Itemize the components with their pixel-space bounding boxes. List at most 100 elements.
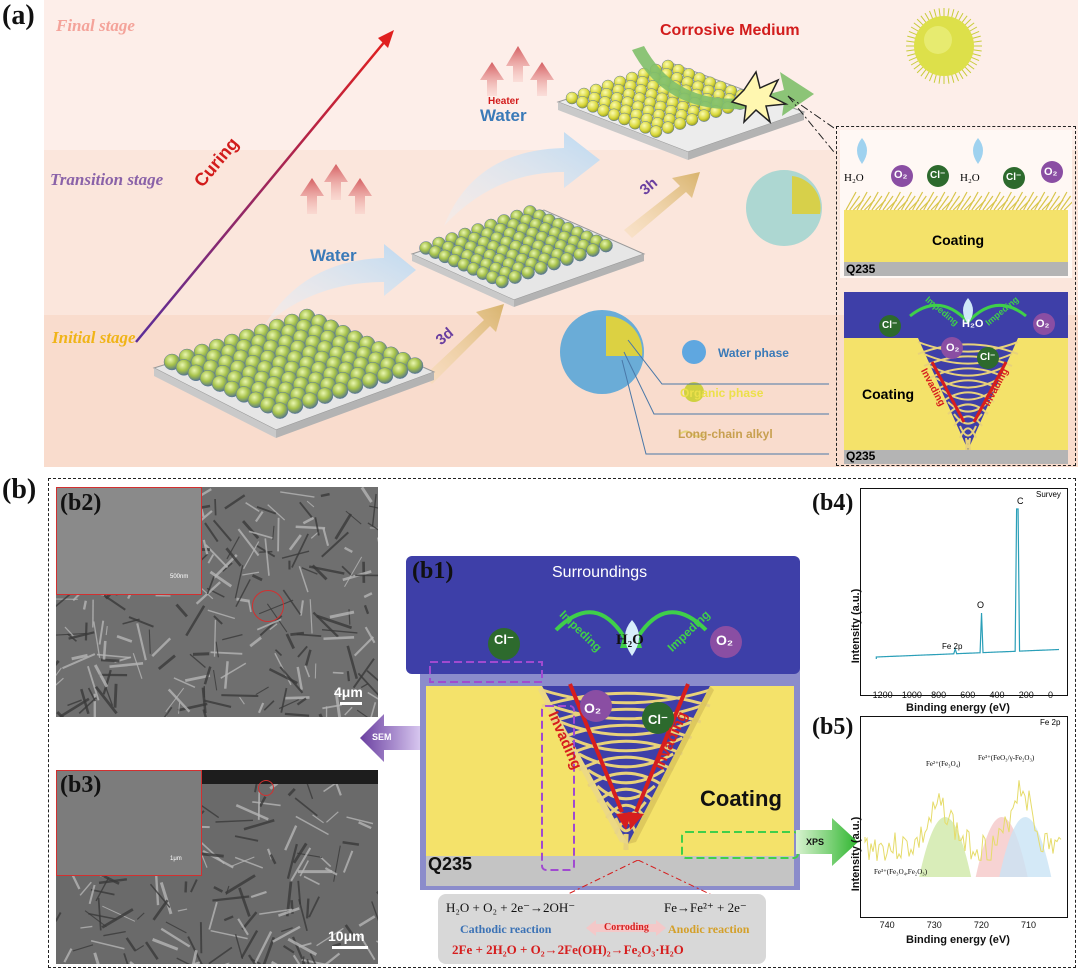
- water-label-top: Water: [480, 106, 527, 125]
- xps-arrow: [796, 818, 858, 866]
- inset-top-species-4: H₂O: [960, 172, 980, 184]
- b3-highlight-circle: [258, 780, 274, 796]
- b1-h2o: H₂O: [616, 632, 644, 648]
- transition-emulsion-beads: [419, 205, 613, 289]
- transition-stage-label: Transition stage: [50, 170, 164, 189]
- b3-scale-bar: 10μm: [328, 928, 365, 944]
- corrosive-medium-label: Corrosive Medium: [660, 22, 800, 39]
- defect-star: [730, 70, 789, 125]
- initial-stage-label: Initial stage: [52, 328, 136, 347]
- b4-label: (b4): [812, 490, 854, 516]
- water-flow-upper: [444, 132, 600, 226]
- b4-survey-spectrum: [875, 508, 1060, 659]
- final-stage-band: [44, 0, 1078, 150]
- corroding-label: Corroding: [604, 922, 649, 933]
- inset-top-species-1: H₂O: [844, 172, 864, 184]
- alkyl-coated-particle: [906, 8, 982, 84]
- sem-label: SEM: [372, 732, 392, 742]
- b4-xtick-4: 400: [989, 690, 1005, 700]
- b5-xtick-3: 710: [1021, 920, 1037, 930]
- inset-bottom-coating-label: Coating: [862, 386, 915, 402]
- initial-emulsion-beads: [163, 308, 424, 419]
- b3-scale-line: [332, 946, 368, 949]
- inset-bottom-cl-2: Cl⁻: [980, 352, 996, 363]
- final-stage-label: Final stage: [56, 16, 135, 35]
- b2-label: (b2): [60, 490, 102, 516]
- panel-b-frame: [48, 478, 1076, 968]
- arrow-3d: [424, 304, 504, 384]
- b5-fe2p-spectrum: [864, 780, 1062, 877]
- inset-top-species-2: O₂: [894, 169, 908, 181]
- inset-top-species-5: Cl⁻: [1006, 172, 1022, 183]
- panel-a-label: (a): [2, 0, 35, 31]
- anodic-label: Anodic reaction: [668, 922, 750, 936]
- inset-top-species-6: O₂: [1044, 166, 1058, 178]
- b4-xtick-3: 600: [960, 690, 976, 700]
- b4-xtick-1: 1000: [901, 690, 922, 700]
- b5-title: Fe 2p: [1040, 718, 1061, 727]
- b5-plot-frame: [860, 716, 1068, 918]
- b2-scale-line: [340, 702, 362, 705]
- b4-ylabel: Intensity (a.u.): [850, 588, 862, 664]
- b2-highlight-circle: [252, 590, 284, 622]
- b4-peak-c: C: [1017, 496, 1024, 506]
- legend-alkyl: Long-chain alkyl: [678, 427, 773, 441]
- inset-top-substrate-label: Q235: [846, 262, 876, 276]
- inset-frame: [836, 126, 1076, 466]
- b4-peak-fe: Fe 2p: [942, 642, 963, 651]
- b5-label: (b5): [812, 714, 854, 740]
- anodic-equation: Fe→Fe²⁺ + 2e⁻: [664, 900, 747, 915]
- b3-inset-scale: 1μm: [170, 856, 182, 862]
- reaction-leader-lines: [563, 860, 715, 897]
- b1-o2-outer: O₂: [716, 632, 734, 648]
- inset-bottom-o2-1: O₂: [1036, 318, 1050, 330]
- b5-annotation-fe3-a: Fe³⁺(FeO₃/γ-Fe₂O₃): [978, 754, 1035, 762]
- xps-label: XPS: [806, 837, 825, 847]
- b4-plot-frame: [860, 488, 1068, 696]
- b4-peak-o: O: [977, 600, 985, 610]
- inset-top-intact-coating: [840, 130, 1072, 278]
- water-phase-icon: [682, 340, 706, 364]
- panel-b-label: (b): [2, 474, 37, 505]
- b1-coating-defect: [420, 590, 800, 890]
- legend-water-phase: Water phase: [718, 346, 789, 360]
- overall-equation: 2Fe + 2H₂O + O₂→2Fe(OH)₂→Fe₂O₃·H₂O: [452, 942, 684, 957]
- b5-annotation-fe2: Fe²⁺(Fe₃O₄): [926, 760, 961, 768]
- cathodic-label: Cathodic reaction: [460, 922, 552, 936]
- b1-substrate-label: Q235: [428, 854, 473, 874]
- b4-xlabel: Binding energy (eV): [906, 702, 1010, 714]
- b5-xtick-0: 740: [879, 920, 895, 930]
- inset-bottom-h2o: H₂O: [962, 318, 984, 330]
- inset-bottom-substrate-label: Q235: [846, 449, 876, 463]
- b5-ylabel: Intensity (a.u.): [850, 816, 862, 892]
- b4-xtick-2: 800: [931, 690, 947, 700]
- b2-sem-inset: [56, 487, 202, 595]
- arrow-3h: [624, 172, 700, 238]
- b5-xtick-2: 720: [973, 920, 989, 930]
- sem-arrow: [360, 714, 420, 762]
- inset-top-species-3: Cl⁻: [930, 170, 946, 181]
- b4-xtick-0: 1200: [872, 690, 893, 700]
- b1-surroundings-label: Surroundings: [552, 564, 648, 581]
- organic-phase-icon: [684, 382, 704, 402]
- b4-xtick-6: 0: [1048, 690, 1054, 700]
- b5-annotation-fe3-b: Fe³⁺(Fe₃O₄,Fe₂O₃): [874, 868, 928, 876]
- b1-o2-inner: O₂: [584, 700, 602, 716]
- heat-arrows-top: [480, 46, 554, 96]
- b1-cl-outer: Cl⁻: [494, 632, 514, 647]
- inset-bottom-o2-2: O₂: [946, 342, 960, 354]
- cathodic-equation: H₂O + O₂ + 2e⁻→2OH⁻: [446, 900, 576, 915]
- heater-label: Heater: [488, 96, 520, 107]
- corroding-double-arrow: [586, 920, 666, 936]
- b4-title: Survey: [1036, 490, 1061, 499]
- b3-label: (b3): [60, 772, 102, 798]
- b1-coating-label: Coating: [700, 786, 782, 811]
- legend-organic-phase: Organic phase: [680, 386, 764, 400]
- b4-xtick-5: 200: [1018, 690, 1034, 700]
- b1-label: (b1): [412, 558, 454, 584]
- panel-a-drawing: [135, 30, 834, 455]
- curing-arrowhead: [378, 30, 394, 48]
- b2-scale-bar: 4μm: [334, 684, 363, 700]
- curing-arrow: [135, 39, 387, 343]
- inset-bottom-cl-1: Cl⁻: [882, 320, 898, 331]
